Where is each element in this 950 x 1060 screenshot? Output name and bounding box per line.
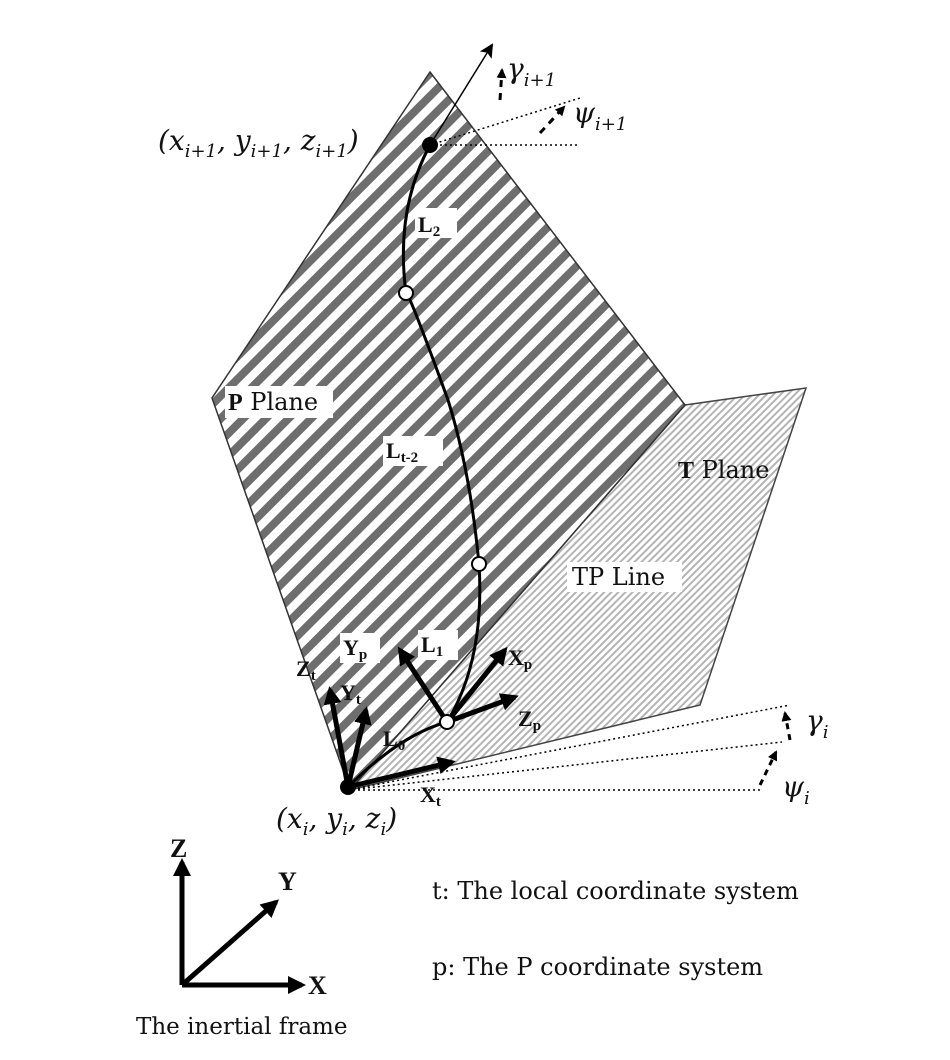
yp-label-bg [340, 633, 380, 663]
inertial-x-label: X [308, 971, 327, 1000]
psi-bottom-arc [758, 750, 778, 786]
inertial-y-axis [180, 899, 279, 987]
lt2-label: Lt-2 [386, 438, 418, 466]
end-point [422, 137, 438, 153]
direction-line-bottom [347, 704, 791, 791]
lt2-label-bg [383, 436, 443, 466]
gamma-top-arc [496, 68, 507, 101]
transition-point-mid [471, 556, 487, 572]
gamma-bottom-label: γi [806, 704, 829, 743]
legend-local: t: The local coordinate system [432, 877, 799, 905]
p-plane-label: P Plane [228, 388, 318, 416]
tp-line-label: TP Line [572, 563, 665, 591]
legend-p: p: The P coordinate system [432, 953, 763, 981]
p-plane-label-bg [225, 386, 333, 418]
transition-point-lower [439, 714, 455, 730]
xp-axis [445, 646, 508, 724]
xt-label: Xt [420, 782, 441, 810]
l2-label-bg [415, 208, 457, 238]
xp-label: Xp [508, 645, 532, 673]
start-point-label: (xi, yi, zi) [276, 802, 397, 840]
zt-axis [323, 686, 351, 788]
inertial-z-label: Z [170, 834, 187, 863]
zp-label: Zp [518, 706, 541, 734]
trajectory-direction-arrow [429, 43, 494, 146]
psi-bottom-label: ψi [782, 770, 810, 809]
trajectory-curve [346, 144, 482, 789]
zp-axis [446, 693, 519, 725]
l2-label: L2 [418, 212, 440, 240]
xt-axis [347, 756, 456, 790]
inertial-y-label: Y [278, 867, 297, 896]
inertial-frame-caption: The inertial frame [136, 1014, 347, 1040]
t-plane-label: T Plane [678, 456, 769, 484]
l0-label: L0 [383, 726, 405, 754]
yt-label: Yt [340, 680, 361, 708]
yt-axis [345, 706, 372, 788]
l1-label: L1 [421, 632, 443, 660]
zt-label: Zt [296, 656, 316, 684]
yp-axis [397, 646, 450, 724]
tp-line-label-bg [567, 562, 682, 592]
l1-label-bg [418, 630, 458, 660]
transition-point-upper [398, 285, 414, 301]
psi-top-label: ψi+1 [573, 96, 627, 135]
yp-label: Yp [343, 635, 367, 663]
end-point-label: (xi+1, yi+1, zi+1) [158, 124, 359, 162]
gamma-top-label: γi+1 [507, 52, 556, 91]
gamma-bottom-arc [781, 711, 792, 741]
psi-top-arc [538, 105, 566, 135]
start-point [340, 779, 356, 795]
